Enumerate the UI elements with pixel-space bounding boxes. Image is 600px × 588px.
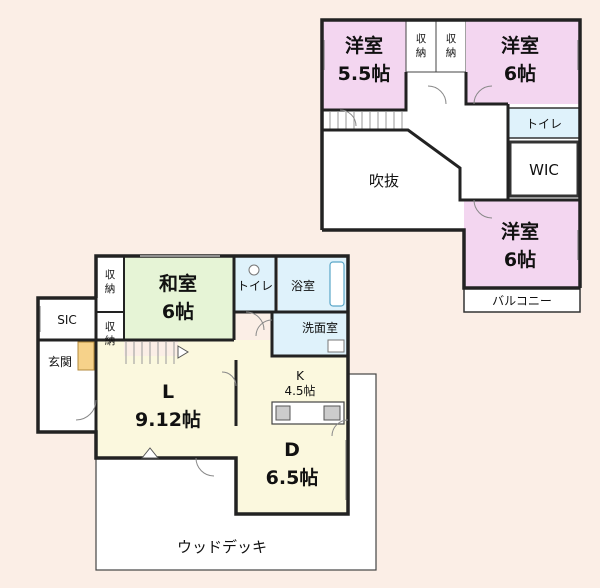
door-swing [339, 109, 357, 127]
second-floor-outer-wall-south [322, 228, 580, 290]
kitchen-stove [323, 405, 341, 421]
door-swing [221, 371, 237, 387]
door-swing [473, 199, 493, 219]
toilet-1f-label: トイレ [237, 279, 273, 293]
door-swing [473, 85, 493, 105]
storage-a-label: 収納 [416, 33, 427, 59]
dining-name: D [284, 439, 300, 461]
storage-b-label: 収納 [446, 33, 457, 59]
sic [38, 298, 96, 340]
western-room-east-size: 6帖 [504, 62, 536, 85]
wall-east-room [464, 72, 508, 106]
storage-bottom-label: 収納 [105, 321, 116, 347]
stairs-arrow [177, 345, 189, 359]
void-area [322, 130, 464, 230]
kitchen-name: K [296, 369, 305, 383]
wall-washroom [270, 312, 348, 358]
western-room-west [322, 20, 406, 110]
dining-size: 6.5帖 [266, 466, 319, 489]
bathroom-label: 浴室 [291, 278, 315, 293]
western-room-east-name: 洋室 [501, 34, 539, 57]
western-room-west-size: 5.5帖 [338, 62, 391, 85]
balcony-label: バルコニー [492, 294, 552, 308]
wood-deck-label: ウッドデッキ [177, 538, 267, 556]
first-floor: 収納 収納 和室 6帖 トイレ 浴室 洗面室 SIC 玄関 L 9.12帖 K … [36, 254, 377, 571]
first-floor-outer-wall [36, 254, 350, 516]
door-swing [75, 399, 97, 421]
entry-arrow [140, 447, 160, 459]
door-swing [255, 319, 273, 337]
wic [508, 140, 580, 198]
storage-bottom [96, 312, 124, 340]
door-swing [331, 419, 349, 437]
kitchen-sink [275, 405, 291, 421]
bathtub [329, 261, 345, 307]
storage-a [405, 19, 437, 73]
wall-void [322, 128, 580, 202]
western-room-west-name: 洋室 [345, 34, 383, 57]
japanese-room-size: 6帖 [162, 300, 194, 323]
second-floor: 洋室 5.5帖 収納 収納 洋室 6帖 トイレ WIC 吹抜 洋室 6帖 バルコ… [320, 18, 582, 313]
toilet-fixture [248, 264, 260, 276]
wall-west-room [322, 72, 408, 112]
living-size: 9.12帖 [135, 408, 201, 431]
door-swing [245, 311, 265, 331]
living-name: L [162, 381, 174, 403]
toilet-2f-label: トイレ [526, 117, 562, 131]
void-label: 吹抜 [369, 172, 399, 190]
japanese-room [124, 256, 234, 340]
kitchen-size: 4.5帖 [284, 383, 315, 398]
washroom-label: 洗面室 [302, 320, 338, 335]
door-swing [195, 457, 215, 477]
storage-b [435, 19, 467, 73]
entrance-label: 玄関 [48, 354, 72, 369]
entrance-step [77, 341, 95, 371]
second-floor-outer-wall [320, 18, 582, 288]
wash-basin [327, 339, 345, 353]
western-room-east [466, 20, 580, 104]
sic-label: SIC [57, 313, 77, 327]
toilet-2f [507, 107, 581, 139]
western-room-south-size: 6帖 [504, 248, 536, 271]
second-floor-stairs [329, 112, 403, 130]
japanese-room-name: 和室 [159, 272, 197, 295]
storage-top-label: 収納 [105, 269, 116, 295]
ldk [96, 340, 348, 514]
storage-top [96, 256, 124, 312]
western-room-south [464, 200, 580, 288]
door-swing [427, 85, 447, 105]
first-floor-stairs [125, 342, 175, 364]
wic-label: WIC [529, 161, 559, 179]
western-room-south-name: 洋室 [501, 220, 539, 243]
